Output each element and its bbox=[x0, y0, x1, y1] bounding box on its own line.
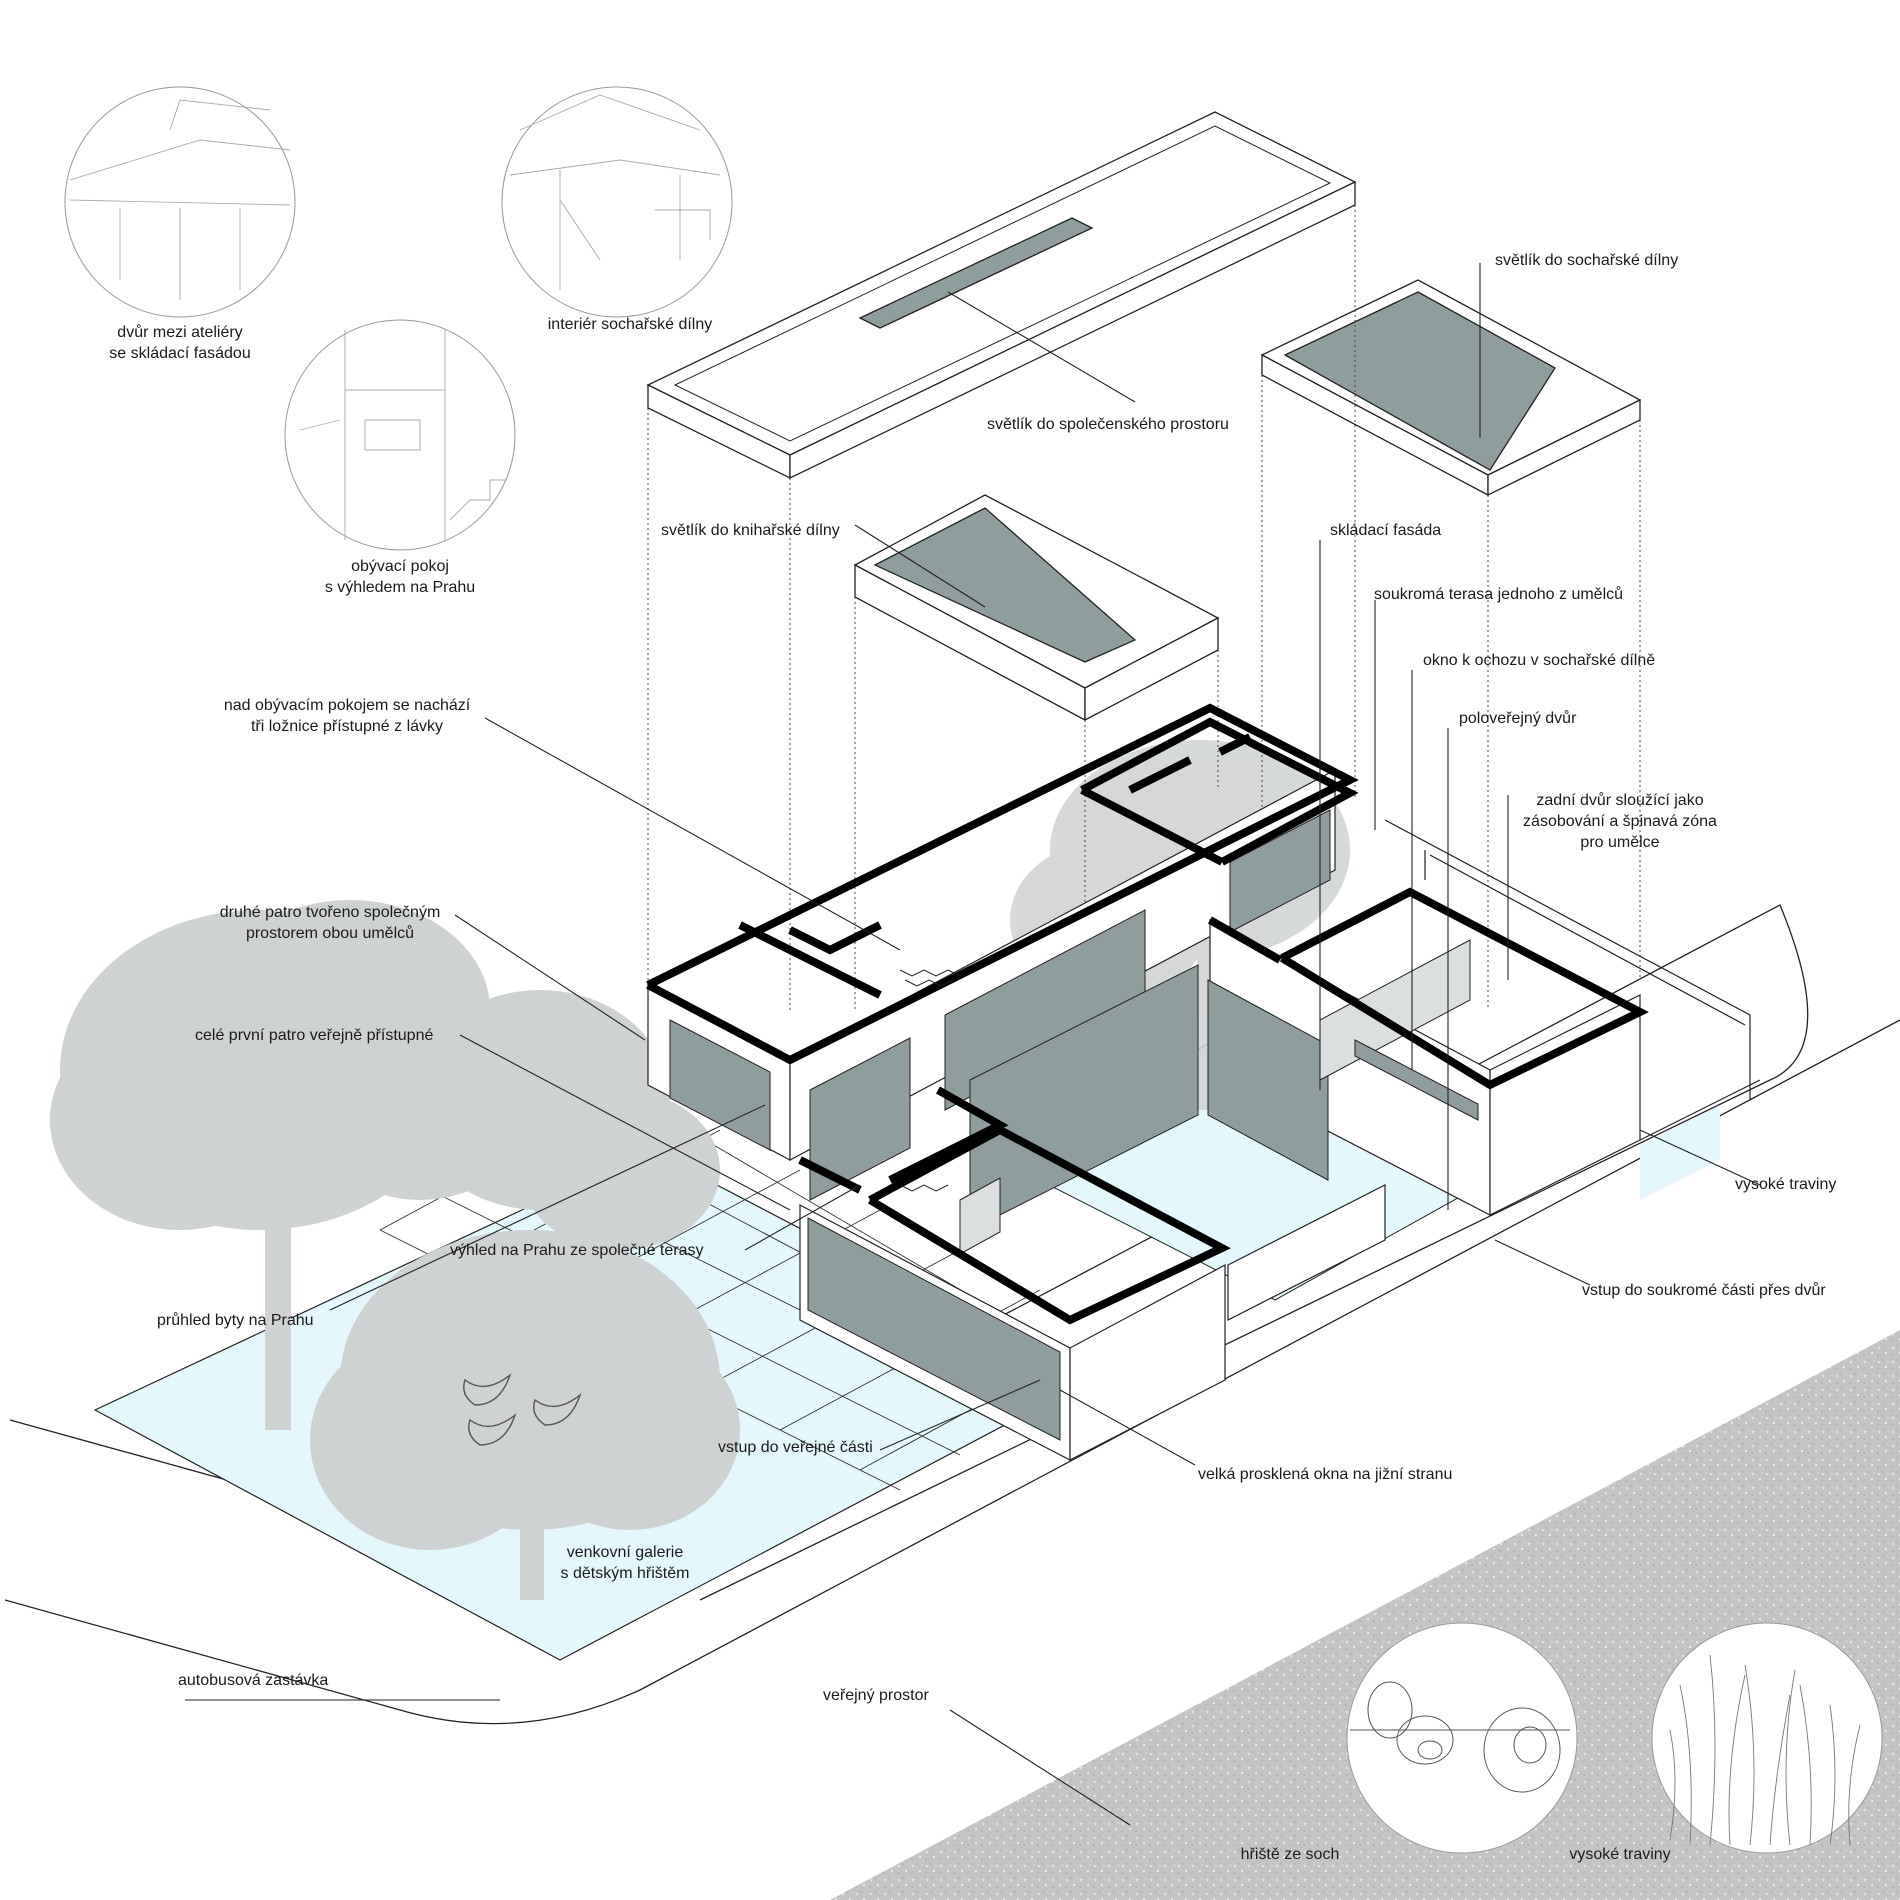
vignette-tall-grass bbox=[1651, 1622, 1883, 1854]
label-semipublic-court: poloveřejný dvůr bbox=[1459, 710, 1577, 727]
vignette-sculpture-playground bbox=[1346, 1622, 1578, 1854]
tree-center bbox=[410, 990, 720, 1380]
site-edge-right bbox=[539, 904, 1809, 1601]
label-public-space: veřejný prostor bbox=[823, 1687, 929, 1704]
label-south-windows: velká prosklená okna na jižní stranu bbox=[1198, 1466, 1453, 1483]
wall-section-cut bbox=[646, 703, 1649, 1325]
label-private-terrace: soukromá terasa jednoho z umělců bbox=[1374, 586, 1624, 603]
label-private-entry: vstup do soukromé části přes dvůr bbox=[1582, 1282, 1826, 1299]
leader-lines bbox=[185, 263, 1761, 1826]
label-first-floor: celé první patro veřejně přístupné bbox=[195, 1027, 434, 1044]
roof-sculpture-studio bbox=[1260, 279, 1642, 497]
label-public-entry: vstup do veřejné části bbox=[718, 1439, 873, 1456]
playground-sculptures-gallery bbox=[463, 1372, 582, 1446]
label-sculpture-playground: hřiště ze soch bbox=[1240, 1846, 1340, 1863]
label-folding-facade: skládací fasáda bbox=[1330, 522, 1442, 539]
street-curb-outer bbox=[4, 1019, 1900, 1725]
label-skylight-social: světlík do společenského prostoru bbox=[987, 416, 1229, 433]
back-walls bbox=[1384, 819, 1761, 1141]
label-tall-grass-circle: vysoké traviny bbox=[1569, 1846, 1671, 1863]
label-sculpture-interior: interiér sochařské dílny bbox=[547, 316, 713, 333]
roof-bookbinding-studio bbox=[853, 494, 1220, 722]
label-bus-stop: autobusová zastávka bbox=[178, 1672, 329, 1689]
label-prague-view: výhled na Prahu ze společné terasy bbox=[450, 1242, 704, 1259]
label-skylight-bookbinding: světlík do knihařské dílny bbox=[661, 522, 840, 539]
label-tall-grass-right: vysoké traviny bbox=[1735, 1176, 1837, 1193]
label-walkway-window: okno k ochozu v sochařské dílně bbox=[1423, 652, 1656, 669]
stair bbox=[899, 969, 961, 1192]
grass-strip-right bbox=[1640, 1105, 1720, 1200]
glazing bbox=[669, 809, 1479, 1441]
vignette-courtyard bbox=[64, 86, 296, 318]
public-space-ground bbox=[830, 1330, 1900, 1900]
roof-social-space bbox=[646, 111, 1357, 480]
label-see-through: průhled byty na Prahu bbox=[157, 1312, 314, 1329]
label-skylight-sculpture: světlík do sochařské dílny bbox=[1495, 252, 1679, 269]
vignette-living-room bbox=[284, 319, 516, 551]
vignette-sculpture-interior bbox=[501, 86, 733, 318]
